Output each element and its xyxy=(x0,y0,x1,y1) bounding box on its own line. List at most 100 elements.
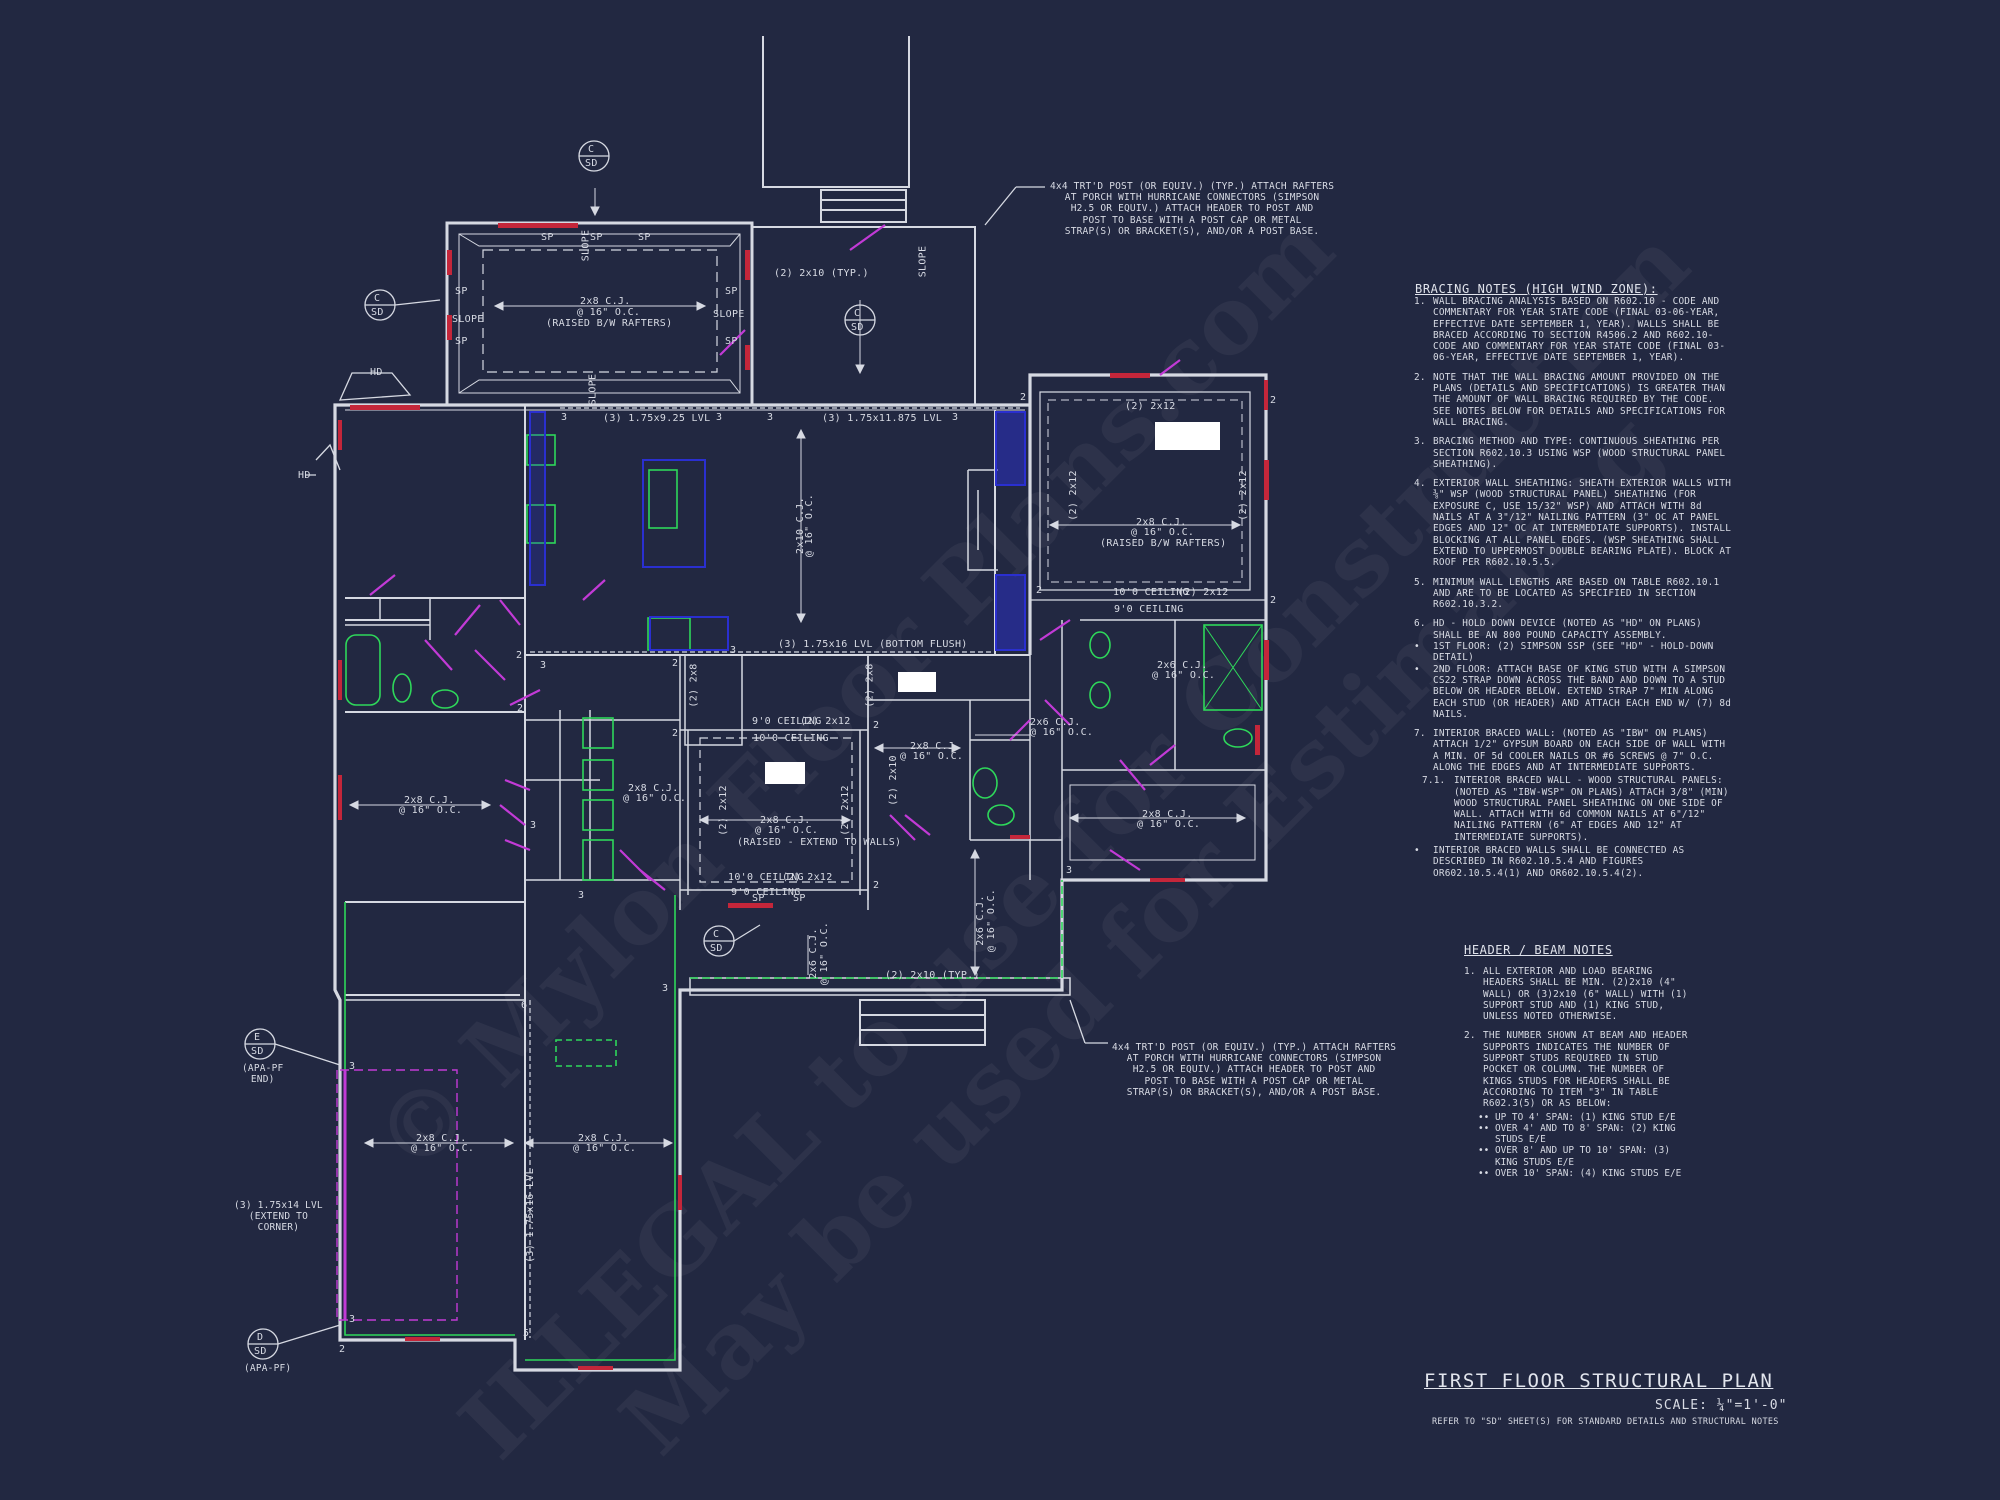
stud-count-15: 2 xyxy=(672,728,679,739)
apa-pf-end-callout: (APA-PF END) xyxy=(242,1063,284,1086)
bracing-note-4: 4.EXTERIOR WALL SHEATHING: SHEATH EXTERI… xyxy=(1414,478,1732,569)
foyer-cj: 2x6 C.J. xyxy=(974,895,986,946)
section-marker-5-top: E xyxy=(254,1032,261,1043)
sp-label-6: SP xyxy=(725,286,738,297)
sp-label-2: SP xyxy=(590,232,603,243)
stud-count-7: 2 xyxy=(1270,595,1277,606)
dining-cj: 2x8 C.J. xyxy=(760,815,811,826)
front-porch-outline xyxy=(689,977,1071,996)
hall-cj-2x10: 2x8 C.J. xyxy=(910,741,961,752)
section-marker-5-bottom: SD xyxy=(251,1046,264,1057)
dining-ceiling-10: 10'0 CEILING xyxy=(753,733,829,744)
stud-count-3: 3 xyxy=(767,412,774,423)
porch-post-callout-top: 4x4 TRT'D POST (OR EQUIV.) (TYP.) ATTACH… xyxy=(1050,181,1335,237)
bracing-note-7: 7.INTERIOR BRACED WALL: (NOTED AS "IBW" … xyxy=(1414,728,1726,773)
stud-count-2: 3 xyxy=(716,412,723,423)
exterior-wall-outline xyxy=(333,373,1268,1372)
header-bullet-4: ••OVER 10' SPAN: (4) KING STUDS E/E xyxy=(1478,1168,1682,1180)
bracing-note-6: 6.HD - HOLD DOWN DEVICE (NOTED AS "HD" O… xyxy=(1414,618,1702,641)
garage-lvl-vertical: (3) 1.75x16 LVL xyxy=(524,1168,536,1263)
section-marker-3-bottom: SD xyxy=(851,322,864,333)
sp-label-9: SP xyxy=(793,893,806,904)
front-spacing: @ 16" O.C. xyxy=(819,921,831,986)
hall-cj-2x10-spacing: @ 16" O.C. xyxy=(900,751,964,762)
stud-count-12: 3 xyxy=(730,645,737,656)
sp-label-4: SP xyxy=(455,286,468,297)
sp-label-5: SP xyxy=(455,336,468,347)
garage-right-cj: 2x8 C.J. xyxy=(578,1133,629,1144)
master-cj: 2x8 C.J. xyxy=(1136,517,1187,528)
sheet-title: FIRST FLOOR STRUCTURAL PLAN xyxy=(1424,1370,1774,1392)
bath-spacing: @ 16" O.C. xyxy=(1152,670,1216,681)
stud-count-21: 3 xyxy=(1066,865,1073,876)
left-room-cj: 2x8 C.J. xyxy=(404,795,455,806)
bracing-note-5: 5.MINIMUM WALL LENGTHS ARE BASED ON TABL… xyxy=(1414,576,1720,611)
stud-count-6: 2 xyxy=(1270,395,1277,406)
stud-count-22: 6 xyxy=(521,1000,528,1011)
porch-cj-spacing: @ 16" O.C. xyxy=(577,307,641,318)
sp-label-8: SP xyxy=(752,893,765,904)
master-ceiling-twox12: (2) 2x12 xyxy=(1178,587,1229,598)
hall-twox8-left: (2) 2x8 xyxy=(688,663,700,708)
stud-count-5: 2 xyxy=(1020,392,1027,403)
bath-ceiling: 9'0 CEILING xyxy=(1114,604,1184,615)
hall-twox8-right: (2) 2x8 xyxy=(864,663,876,708)
section-marker-4-top: C xyxy=(713,929,720,940)
header-bullet-1: ••UP TO 4' SPAN: (1) KING STUD E/E xyxy=(1478,1111,1676,1123)
stud-count-1: 3 xyxy=(561,412,568,423)
dining-spacing: @ 16" O.C. xyxy=(755,825,819,836)
dining-ceiling-9: 9'0 CEILING xyxy=(752,716,822,727)
section-marker-2-top: C xyxy=(374,293,381,304)
bracing-note-7-2: •INTERIOR BRACED WALLS SHALL BE CONNECTE… xyxy=(1414,845,1685,879)
bracing-note-3: 3.BRACING METHOD AND TYPE: CONTINUOUS SH… xyxy=(1414,436,1726,470)
bracing-note-7-1: 7.1.INTERIOR BRACED WALL - WOOD STRUCTUR… xyxy=(1422,775,1729,843)
master-right-twox12: (2) 2x12 xyxy=(1237,470,1249,521)
section-marker-2-bottom: SD xyxy=(371,307,384,318)
apa-pf-callout: (APA-PF) xyxy=(244,1363,292,1374)
closet-spacing: @ 16" O.C. xyxy=(1137,819,1201,830)
stud-count-19: 3 xyxy=(578,890,585,901)
stud-count-20: 3 xyxy=(662,983,669,994)
stud-count-11: 2 xyxy=(672,658,679,669)
bracing-notes-heading: BRACING NOTES (HIGH WIND ZONE): xyxy=(1415,282,1658,296)
side-porch-outline xyxy=(752,226,976,405)
porch-twox10-typ: (2) 2x10 (TYP.) xyxy=(774,268,869,279)
stud-count-14: 2 xyxy=(517,703,524,714)
hall-cj: 2x6 C.J. xyxy=(1030,717,1081,728)
header-bullet-3: ••OVER 8' AND UP TO 10' SPAN: (3) KING S… xyxy=(1478,1145,1670,1168)
stud-count-24: 3 xyxy=(349,1314,356,1325)
foyer-spacing: @ 16" O.C. xyxy=(986,888,998,953)
beam-lvl-16-bottom: (3) 1.75x16 LVL (BOTTOM FLUSH) xyxy=(778,639,968,650)
bracing-notes-list: 1.WALL BRACING ANALYSIS BASED ON R602.10… xyxy=(1414,296,1734,887)
beam-lvl-11875: (3) 1.75x11.875 LVL xyxy=(822,413,943,424)
master-left-twox12: (2) 2x12 xyxy=(1067,470,1079,521)
laundry-cj: 2x8 C.J. xyxy=(628,783,679,794)
porch-post-callout-bottom: 4x4 TRT'D POST (OR EQUIV.) (TYP.) ATTACH… xyxy=(1112,1042,1397,1098)
dining-raised-note: (RAISED - EXTEND TO WALLS) xyxy=(737,837,902,848)
section-marker-1-bottom: SD xyxy=(585,158,598,169)
dining-right-twox12: (2) 2x12 xyxy=(839,785,851,836)
dining-bottom-twox12: (2) 2x12 xyxy=(782,872,833,883)
sp-label-7: SP xyxy=(725,336,738,347)
sheet-refer-note: REFER TO "SD" SHEET(S) FOR STANDARD DETA… xyxy=(1432,1417,1779,1427)
stud-count-18: 3 xyxy=(530,820,537,831)
stud-count-10: 3 xyxy=(540,660,547,671)
stud-count-9: 2 xyxy=(516,650,523,661)
stud-count-17: 2 xyxy=(873,880,880,891)
porch-steps-top xyxy=(820,189,907,223)
bracing-note-2: 2.NOTE THAT THE WALL BRACING AMOUNT PROV… xyxy=(1414,371,1726,428)
section-marker-6-bottom: SD xyxy=(254,1346,267,1357)
stud-count-16: 2 xyxy=(873,720,880,731)
header-notes-heading: HEADER / BEAM NOTES xyxy=(1464,943,1613,957)
master-spacing: @ 16" O.C. xyxy=(1131,527,1195,538)
front-porch-twox10: (2) 2x10 (TYP.) xyxy=(885,970,980,981)
section-marker-3-top: C xyxy=(854,308,861,319)
section-marker-1-top: C xyxy=(588,144,595,155)
hall-twox10: (2) 2x10 xyxy=(887,755,899,806)
lvl-left-callout: (3) 1.75x14 LVL (EXTEND TO CORNER) xyxy=(234,1200,323,1234)
garage-left-cj: 2x8 C.J. xyxy=(416,1133,467,1144)
slope-label-1: SLOPE xyxy=(452,314,484,325)
porch-steps-bottom xyxy=(859,999,986,1046)
stud-count-25: 5 xyxy=(523,1328,530,1339)
